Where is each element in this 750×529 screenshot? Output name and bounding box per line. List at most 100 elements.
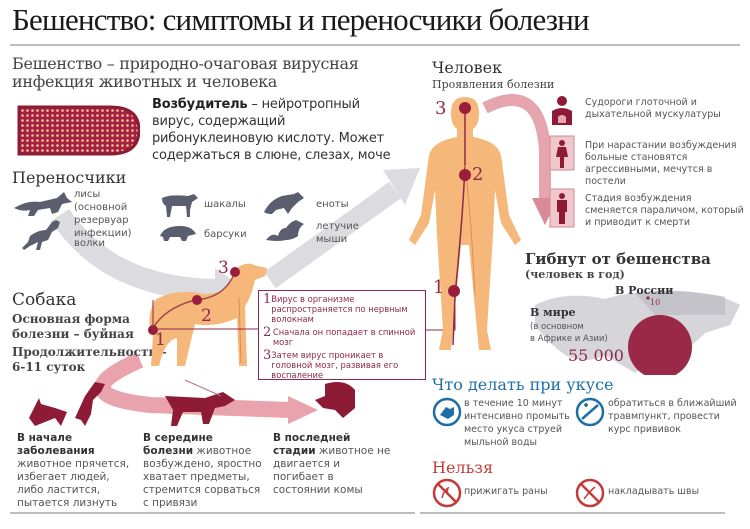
step-number: 2: [263, 325, 272, 340]
step-number: 1: [263, 292, 272, 307]
russia-label: В России: [615, 284, 674, 297]
carrier-badger-label: барсуки: [204, 229, 247, 240]
jumping-dog-silhouette: [75, 382, 105, 426]
human-marker-1: 1: [433, 277, 445, 298]
world-label: В мире: [530, 306, 576, 319]
title-divider: [10, 44, 740, 46]
stage-middle: В середине болезни животное возбуждено, …: [143, 432, 263, 510]
step-text: Вирус в организме распространяется по не…: [271, 294, 408, 324]
world-map: [535, 290, 740, 375]
wolf-icon: [22, 220, 60, 250]
symptom-spasms: Судороги глоточной и дыхательной мускула…: [585, 97, 721, 120]
badger-icon: [160, 226, 196, 241]
stage-early: В начале заболевания животное прячется, …: [17, 432, 135, 510]
stage-early-text: животное прячется, избегает людей, либо …: [17, 458, 130, 509]
dog-marker-2: 2: [201, 306, 212, 326]
bottom-divider-left: [10, 512, 415, 514]
stage-final: В последней стадии животное не двигается…: [273, 432, 391, 497]
symptom-arrow: [482, 94, 551, 200]
step-text: Затем вирус проникает в головной мозг, р…: [271, 350, 399, 380]
russia-deaths-bubble: [646, 296, 650, 300]
dog-duration-line-1: Продолжительность –: [12, 345, 167, 359]
world-value: 55 000: [568, 346, 624, 365]
human-figure: [409, 97, 521, 350]
raccoon-icon: [264, 192, 304, 214]
dog-form-line-2: болезни – буйная: [12, 327, 134, 341]
agitated-person-icon: [549, 135, 575, 171]
fox-icon: [14, 192, 72, 216]
paralyzed-person-icon: [549, 188, 575, 228]
no-stitches-icon: [575, 478, 605, 508]
agent-text: – нейротропный вирус, содержащий рибонук…: [152, 97, 391, 163]
stage-final-title: В последней стадии: [273, 432, 351, 457]
bite-title: Что делать при укусе: [432, 375, 614, 394]
dog-stage-arrow: [94, 352, 291, 418]
agent-description: Возбудитель – нейротропный вирус, содерж…: [152, 96, 402, 164]
cat-dog-silhouette: [29, 398, 67, 426]
forbidden-cauterize: прижигать раны: [464, 486, 548, 497]
stage-early-title: В начале заболевания: [17, 432, 95, 457]
carrier-raccoon-label: еноты: [316, 199, 349, 210]
grey-arrow-to-human: [264, 181, 401, 289]
virus-icon: [17, 105, 140, 156]
carriers-title: Переносчики: [12, 168, 127, 187]
intro-line-2: инфекция животных и человека: [12, 72, 278, 91]
no-cauterize-icon: [432, 478, 462, 508]
dog-marker-1: 1: [155, 330, 166, 350]
infection-marker: [148, 267, 240, 335]
forbidden-stitches: накладывать швы: [608, 486, 700, 497]
bite-action-vaccinate: обратиться в ближайший травмпункт, прове…: [608, 398, 737, 435]
page-title: Бешенство: симптомы и переносчики болезн…: [12, 2, 590, 37]
grey-arrow-to-dog: [50, 208, 221, 301]
dog-form-line-1: Основная форма: [12, 312, 130, 326]
dog-title: Собака: [12, 290, 77, 310]
deaths-subtitle: (человек в год): [525, 268, 625, 281]
jackal-icon: [162, 194, 198, 217]
carrier-wolf-label: волки: [74, 238, 105, 249]
carrier-jackal-label: шакалы: [204, 199, 246, 210]
step-text: Сначала он попадает в спинной мозг: [272, 327, 416, 347]
grey-arrow-to-human-head: [383, 168, 420, 205]
intro-line-1: Бешенство – природно-очаговая вирусная: [12, 54, 359, 73]
human-marker-2: 2: [472, 164, 484, 185]
dog-duration-line-2: 6-11 суток: [12, 360, 86, 374]
symptom-paralysis: Стадия возбуждения сменяется параличом, …: [585, 193, 744, 228]
stage-middle-text: животное возбуждено, яростно хватает пре…: [143, 445, 262, 509]
world-deaths-bubble: [628, 315, 692, 375]
carrier-bat-label: летучие мыши: [316, 221, 359, 245]
world-sub-line-2: в Африке и Азии): [530, 334, 608, 344]
dog-marker-3: 3: [218, 258, 229, 278]
dog-figure: [148, 263, 267, 366]
world-sub-line-1: (в основном: [530, 322, 584, 332]
world-sublabel: (в основном в Африке и Азии): [530, 321, 608, 345]
human-subtitle: Проявления болезни: [432, 78, 555, 91]
collapsed-dog-silhouette: [315, 382, 355, 418]
agent-label: Возбудитель: [152, 97, 248, 112]
bat-icon: [266, 220, 304, 241]
step-number: 3: [263, 348, 272, 363]
carrier-fox-label: лисы (основной резервуар инфекции): [74, 189, 132, 239]
lungs-icon: [552, 96, 572, 125]
dog-description: Основная форма болезни – буйная Продолжи…: [12, 312, 167, 375]
leashed-dog-silhouette: [165, 392, 235, 426]
bite-action-wash: в течение 10 минут интенсивно промыть ме…: [464, 398, 570, 448]
stage-middle-title: В середине болезни: [143, 432, 213, 457]
deaths-title: Гибнут от бешенства: [525, 250, 711, 268]
symptom-aggression: При нарастании возбуждения больные стано…: [585, 140, 737, 187]
infection-marker: [448, 102, 471, 297]
dog-stages-illustration: [29, 379, 355, 426]
syringe-icon: [575, 397, 605, 427]
stage-final-text: животное не двигается и погибает в состо…: [273, 445, 391, 496]
intro-text: Бешенство – природно-очаговая вирусная и…: [12, 55, 359, 91]
russia-value: 10: [650, 298, 661, 307]
bottom-divider-right: [420, 512, 725, 514]
forbidden-title: Нельзя: [432, 458, 494, 477]
dog-stage-arrow-head: [288, 396, 318, 424]
wash-hands-icon: [432, 397, 462, 427]
human-title: Человек: [432, 58, 503, 77]
human-marker-3: 3: [435, 98, 447, 119]
